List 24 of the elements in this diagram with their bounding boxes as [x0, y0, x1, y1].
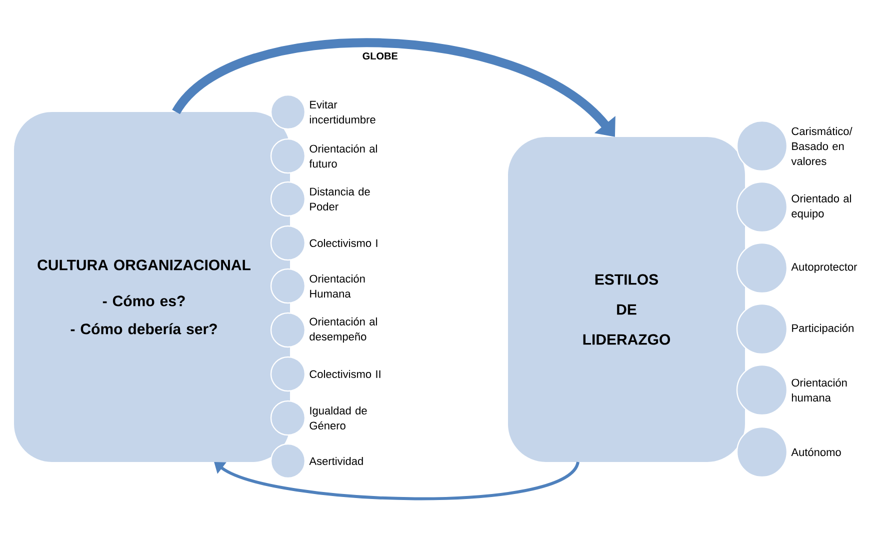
circle-label: Orientación al futuro	[309, 144, 377, 168]
circle-label: Orientación Humana	[310, 274, 365, 298]
circle-label: Igualdad de Género	[310, 406, 367, 430]
circle-label: Colectivismo I	[310, 238, 378, 248]
circle-label: Autoprotector	[791, 263, 858, 273]
node-label: - Cómo es?	[102, 295, 185, 306]
node-label: CULTURA ORGANIZACIONAL	[38, 260, 250, 270]
edge-label: GLOBE	[361, 51, 399, 61]
circle-label: Colectivismo II	[310, 370, 380, 378]
node-label: - Cómo debería ser?	[70, 323, 217, 334]
curved-arrow	[214, 461, 580, 500]
rounded-box: ESTILOS DE LIDERAZGO	[508, 137, 745, 462]
circle-label: Evitar incertidumbre	[310, 100, 376, 124]
circle-label: Orientado al equipo	[792, 194, 851, 220]
node-label: ESTILOS DE LIDERAZGO	[583, 274, 670, 345]
curved-arrow	[172, 38, 616, 137]
circle-label: Participación	[792, 324, 854, 334]
circle-label: Asertividad	[309, 456, 363, 466]
circle-label: Autónomo	[791, 448, 841, 456]
circle-label: Orientación al desempeño	[310, 317, 377, 343]
circle-label: Carismático/ Basado en valores	[791, 126, 852, 166]
circle-label: Orientación humana	[792, 378, 847, 402]
rounded-box: CULTURA ORGANIZACIONAL - Cómo es? - Cómo debería ser?	[14, 112, 290, 462]
circle-label: Distancia de Poder	[310, 187, 370, 211]
